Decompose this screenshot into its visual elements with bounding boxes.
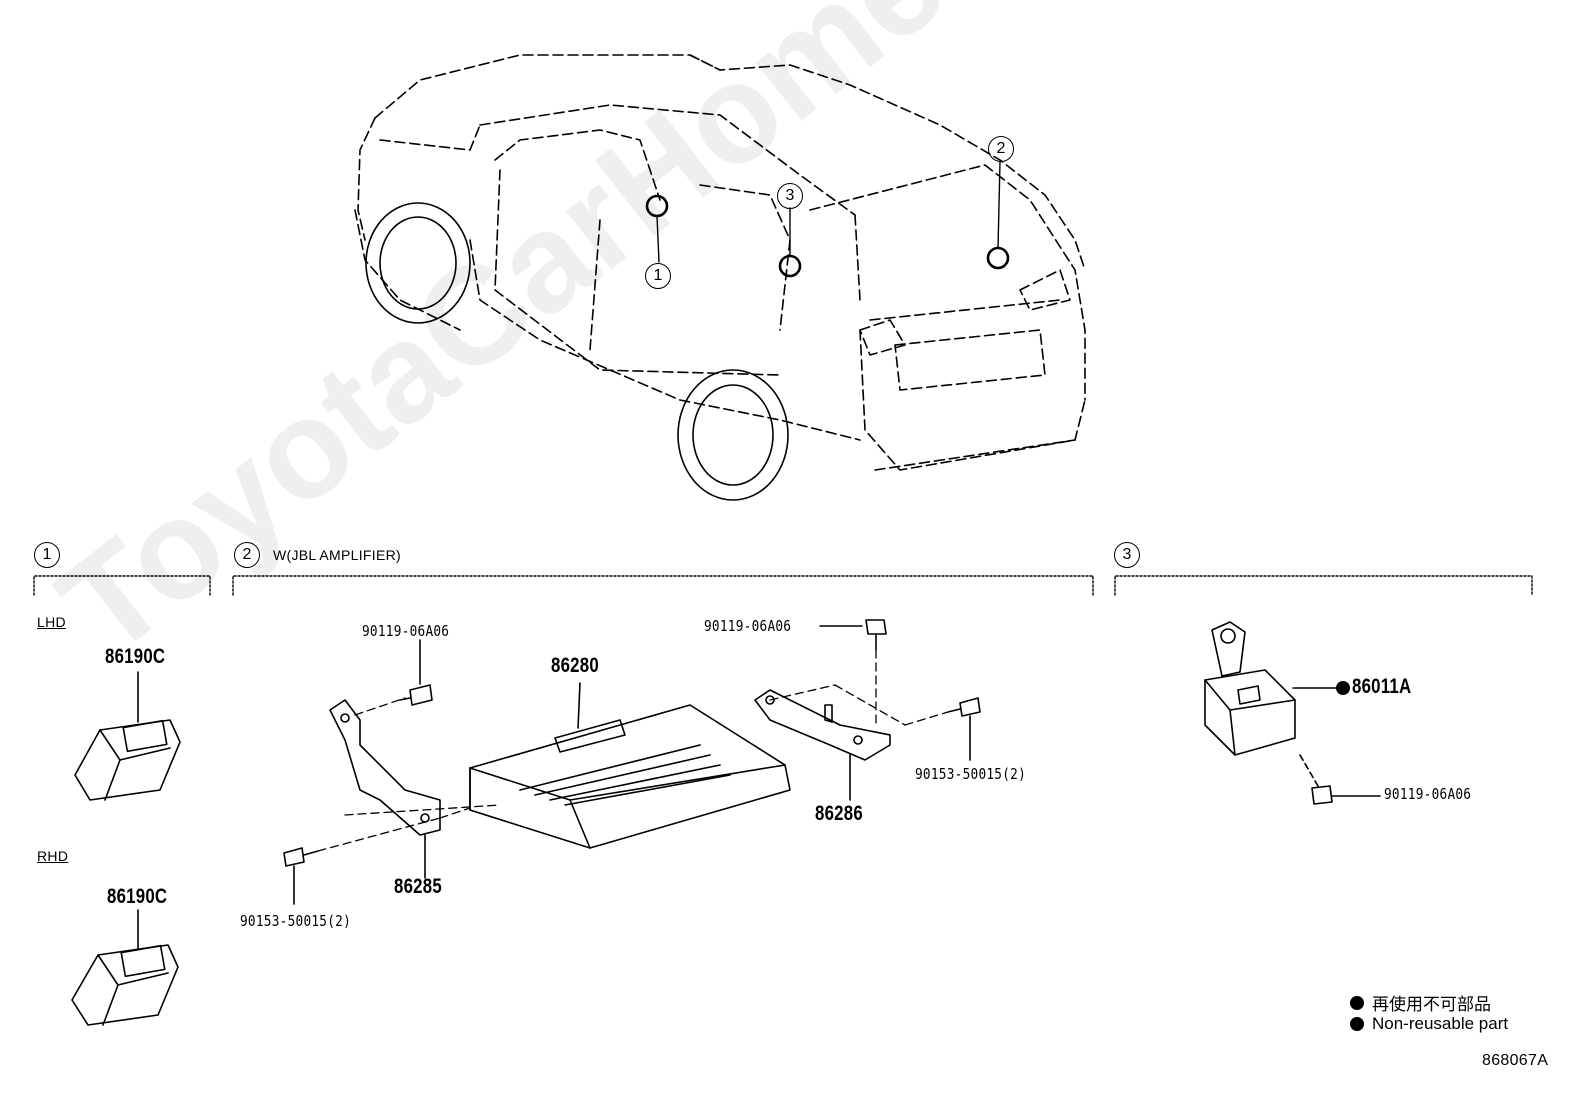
screw-right <box>947 697 981 761</box>
section-1-number: 1 <box>34 542 60 568</box>
bolt-top-right <box>819 619 887 651</box>
car-callout-markers <box>645 194 1010 278</box>
section-3-number: 3 <box>1114 542 1140 568</box>
legend-bullet-icon <box>1350 1017 1364 1031</box>
car-callout-leaders <box>656 161 1001 263</box>
screw-left-part-number: 90153-50015(2) <box>240 912 352 930</box>
module-part-number: 86011A <box>1352 675 1412 698</box>
lhd-label: LHD <box>37 614 66 630</box>
legend-text-en: Non-reusable part <box>1372 1014 1509 1033</box>
usb-switch-lhd <box>74 671 181 801</box>
car-callout-2: 2 <box>988 136 1014 162</box>
vehicle-wheels <box>365 202 789 501</box>
bracket-right <box>754 689 891 801</box>
amplifier-unit <box>469 682 791 849</box>
bolt-top-right-part-number: 90119-06A06 <box>704 617 792 635</box>
bracket-left-part-number: 86285 <box>394 875 442 898</box>
figure-code: 868067A <box>1482 1052 1549 1069</box>
lhd-part-number: 86190C <box>105 645 166 668</box>
legend-row-en: Non-reusable part <box>1350 1014 1508 1034</box>
bracket-left <box>329 699 441 879</box>
car-callout-3: 3 <box>777 183 803 209</box>
rhd-label: RHD <box>37 848 69 864</box>
legend-bullet-icon <box>1350 995 1364 1010</box>
screw-right-part-number: 90153-50015(2) <box>915 765 1027 783</box>
section-2-number: 2 <box>234 542 260 568</box>
section-2-title: W(JBL AMPLIFIER) <box>273 547 401 563</box>
module-86011a <box>1204 621 1339 756</box>
car-callout-1: 1 <box>645 263 671 289</box>
screw-left <box>283 847 319 905</box>
bolt-top-left <box>399 639 433 706</box>
legend-text-ja: 再使用不可部品 <box>1372 995 1491 1014</box>
module-bolt <box>1299 754 1381 805</box>
assembly-lines <box>317 649 949 852</box>
bolt-top-left-part-number: 90119-06A06 <box>362 622 450 640</box>
section-brackets <box>33 575 1533 596</box>
bracket-right-part-number: 86286 <box>815 802 863 825</box>
vehicle-illustration <box>354 54 1086 471</box>
rhd-part-number: 86190C <box>107 885 168 908</box>
usb-switch-rhd <box>71 909 179 1026</box>
module-bolt-part-number: 90119-06A06 <box>1384 785 1472 803</box>
non-reusable-mark <box>1336 681 1350 695</box>
amplifier-part-number: 86280 <box>551 654 599 677</box>
legend-row-ja: 再使用不可部品 <box>1350 990 1491 1015</box>
